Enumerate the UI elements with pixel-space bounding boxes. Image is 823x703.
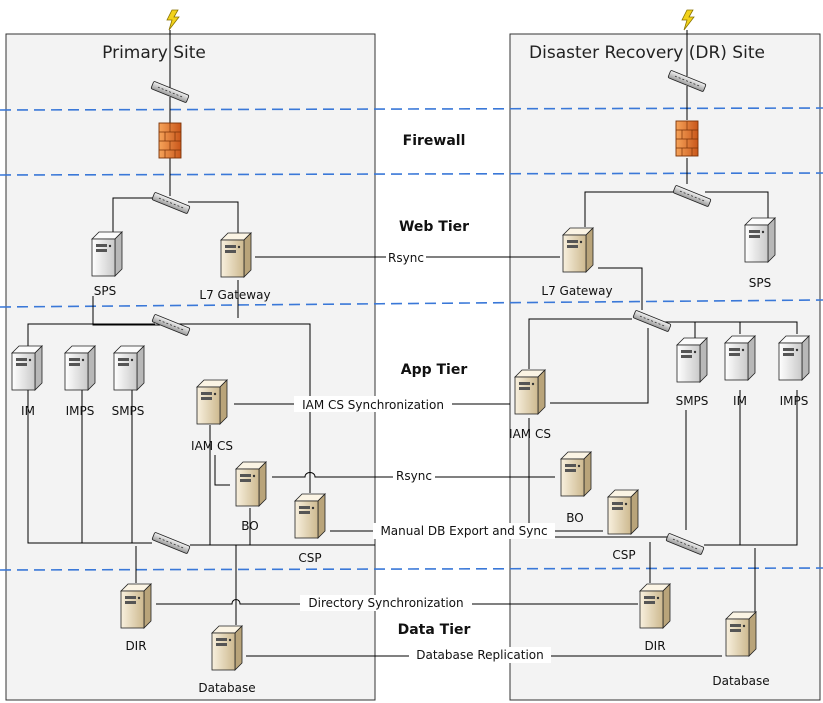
dr-site-title: Disaster Recovery (DR) Site bbox=[529, 43, 765, 63]
dr-wiring bbox=[510, 30, 798, 612]
primary-csp-label: CSP bbox=[298, 551, 321, 565]
separator-app-data bbox=[0, 567, 823, 571]
link-label-db-export: Manual DB Export and Sync bbox=[380, 524, 547, 538]
primary-bo-server-icon bbox=[235, 461, 267, 507]
separator-web-app bbox=[0, 299, 823, 308]
dr-l7-gateway-server-icon bbox=[562, 227, 594, 273]
primary-database-server-icon bbox=[211, 625, 243, 671]
cross-site-links: Rsync IAM CS Synchronization Rsync Manua… bbox=[156, 249, 722, 663]
dr-smps-server-icon bbox=[676, 337, 708, 383]
firewall-icon bbox=[158, 122, 182, 159]
link-label-rsync-app: Rsync bbox=[396, 469, 432, 483]
network-switch-icon bbox=[150, 81, 190, 103]
dr-iam-cs-server-icon bbox=[514, 369, 546, 415]
primary-database-label: Database bbox=[198, 681, 255, 695]
primary-l7-gateway-label: L7 Gateway bbox=[199, 288, 270, 302]
primary-imps-server-icon bbox=[64, 345, 96, 391]
dr-csp-server-icon bbox=[607, 489, 639, 535]
dr-sps-server-icon bbox=[744, 217, 776, 263]
network-switch-icon bbox=[151, 532, 191, 554]
dr-l7-gateway-label: L7 Gateway bbox=[541, 284, 612, 298]
primary-site-title: Primary Site bbox=[102, 43, 206, 63]
primary-dir-label: DIR bbox=[125, 639, 146, 653]
dr-bo-server-icon bbox=[560, 451, 592, 497]
primary-sps-label: SPS bbox=[94, 284, 116, 298]
tier-label-data: Data Tier bbox=[398, 622, 471, 638]
dr-im-server-icon bbox=[724, 335, 756, 381]
primary-smps-server-icon bbox=[113, 345, 145, 391]
network-switch-icon bbox=[667, 70, 707, 92]
primary-sps-server-icon bbox=[91, 231, 123, 277]
link-label-rsync-web: Rsync bbox=[388, 251, 424, 265]
primary-iam-cs-server-icon bbox=[196, 379, 228, 425]
dr-csp-label: CSP bbox=[612, 548, 635, 562]
link-label-dir-sync: Directory Synchronization bbox=[308, 596, 463, 610]
network-switch-icon bbox=[672, 185, 712, 207]
dr-imps-label: IMPS bbox=[780, 394, 809, 408]
dr-bo-label: BO bbox=[566, 511, 583, 525]
primary-l7-gateway-server-icon bbox=[220, 232, 252, 278]
lightning-icon bbox=[681, 9, 695, 31]
primary-dir-server-icon bbox=[120, 583, 152, 629]
dr-smps-label: SMPS bbox=[676, 394, 709, 408]
primary-im-label: IM bbox=[21, 404, 35, 418]
network-switch-icon bbox=[151, 192, 191, 214]
separator-firewall-top bbox=[0, 107, 823, 111]
primary-smps-label: SMPS bbox=[112, 404, 145, 418]
dr-im-label: IM bbox=[733, 394, 747, 408]
dr-iam-cs-label: IAM CS bbox=[509, 427, 551, 441]
dr-database-label: Database bbox=[712, 674, 769, 688]
network-switch-icon bbox=[632, 310, 672, 332]
tier-label-firewall: Firewall bbox=[403, 133, 466, 149]
tier-label-app: App Tier bbox=[401, 362, 468, 378]
lightning-icon bbox=[166, 9, 180, 31]
tier-label-web: Web Tier bbox=[399, 219, 469, 235]
primary-csp-server-icon bbox=[294, 493, 326, 539]
link-rsync-app bbox=[272, 472, 555, 478]
servers bbox=[11, 217, 810, 671]
firewall-icon bbox=[675, 120, 699, 157]
network-switch-icon bbox=[665, 533, 705, 555]
primary-im-server-icon bbox=[11, 345, 43, 391]
link-label-db-replication: Database Replication bbox=[416, 648, 543, 662]
dr-dir-server-icon bbox=[639, 583, 671, 629]
separator-firewall-bottom bbox=[0, 172, 823, 176]
primary-imps-label: IMPS bbox=[66, 404, 95, 418]
link-dir-sync bbox=[156, 599, 638, 605]
primary-iam-cs-label: IAM CS bbox=[191, 439, 233, 453]
link-label-iamcs-sync: IAM CS Synchronization bbox=[302, 398, 444, 412]
dr-sps-label: SPS bbox=[749, 276, 771, 290]
network-switch-icon bbox=[151, 314, 191, 336]
dr-database-server-icon bbox=[725, 611, 757, 657]
primary-bo-label: BO bbox=[241, 519, 258, 533]
dr-imps-server-icon bbox=[778, 335, 810, 381]
dr-dir-label: DIR bbox=[644, 639, 665, 653]
